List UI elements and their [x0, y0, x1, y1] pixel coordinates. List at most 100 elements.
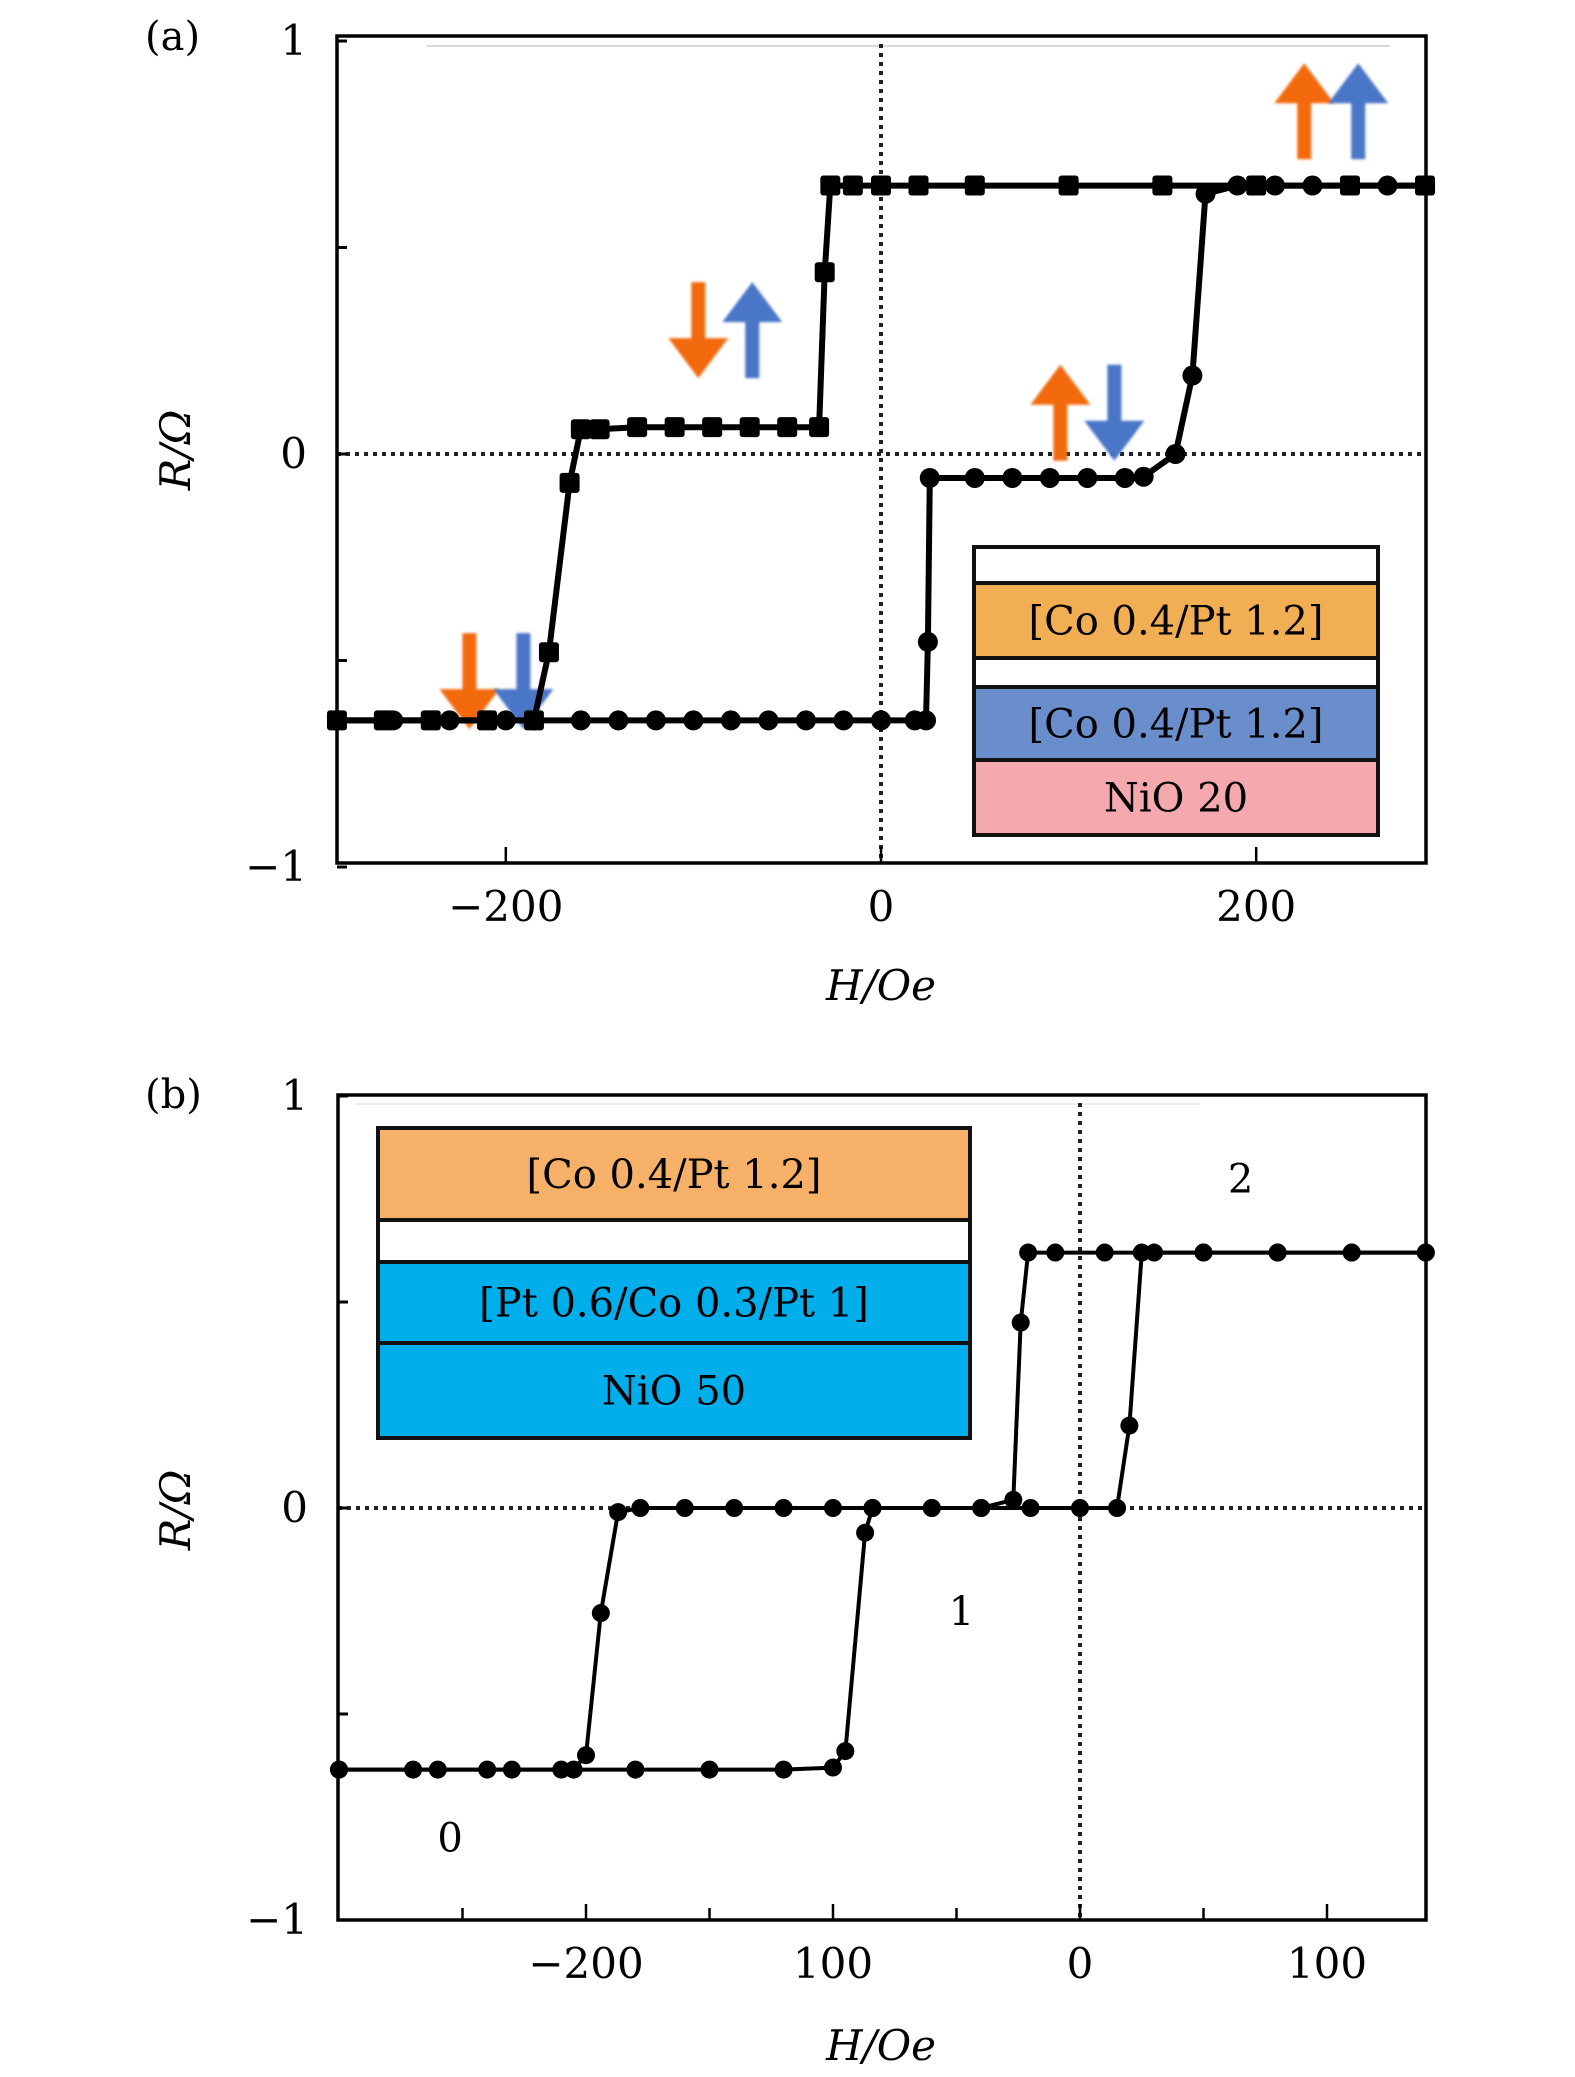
data-point [538, 642, 559, 663]
data-point [919, 467, 940, 488]
data-series [326, 175, 1436, 731]
data-point [1268, 1243, 1287, 1262]
data-point [916, 710, 937, 731]
data-point [404, 1760, 423, 1779]
y-tick-label: −1 [245, 842, 307, 891]
data-point [814, 262, 835, 283]
data-point [1195, 183, 1216, 204]
data-point [1095, 1243, 1114, 1262]
data-point [964, 467, 985, 488]
data-point [824, 1758, 842, 1777]
data-point [1194, 1243, 1213, 1262]
orange-up-arrow-icon [1274, 63, 1335, 160]
y-axis-title: R/Ω [151, 410, 200, 492]
y-axis-title: R/Ω [151, 1470, 200, 1552]
panel-label-b: (b) [145, 1072, 202, 1118]
orange-down-arrow-icon [439, 633, 500, 730]
data-point [1302, 175, 1323, 196]
data-point [609, 1503, 628, 1522]
data-point [1071, 1499, 1089, 1517]
data-point [871, 175, 891, 196]
inset-layer [972, 545, 1380, 585]
data-point [627, 417, 648, 438]
data-point [589, 419, 610, 440]
data-point [856, 1523, 875, 1542]
inset-layer-label: [Co 0.4/Pt 1.2] [526, 1152, 821, 1198]
data-point [631, 1499, 650, 1517]
state-labels: 012 [437, 1156, 1253, 1861]
panel-a: (a) [Co 0.4/Pt 1.2][Co 0.4/Pt 1.2]NiO 20… [145, 14, 1436, 1010]
data-point [725, 1499, 744, 1517]
inset-layer [972, 581, 1380, 660]
y-tick-label: 0 [280, 429, 307, 478]
data-point [523, 710, 544, 731]
x-tick-label: 100 [1287, 1939, 1367, 1988]
data-point [1120, 1416, 1139, 1435]
blue-up-arrow-icon [722, 282, 783, 379]
inset-layer [376, 1126, 972, 1222]
data-point [1114, 467, 1135, 488]
data-point [683, 710, 704, 731]
data-point [478, 1760, 497, 1779]
series-line [339, 1250, 1426, 1772]
data-point [1377, 175, 1398, 196]
data-point [1108, 1499, 1127, 1517]
x-tick-label: 0 [1067, 1939, 1094, 1988]
data-point [570, 710, 591, 731]
x-tick-label: 0 [868, 882, 895, 931]
y-tick-label: 1 [280, 16, 307, 65]
data-point [820, 175, 841, 196]
data-point [922, 1499, 941, 1517]
x-tick-label: −200 [528, 1939, 643, 1988]
data-point [795, 710, 816, 731]
data-point [908, 175, 929, 196]
inset-layer-label: [Pt 0.6/Co 0.3/Pt 1] [479, 1281, 869, 1327]
data-point [863, 1499, 882, 1517]
data-point [559, 472, 580, 493]
data-point [871, 710, 891, 731]
x-tick-label: 100 [793, 1939, 873, 1988]
data-point [1046, 1243, 1065, 1262]
data-point [577, 1746, 595, 1765]
data-point [1002, 467, 1023, 488]
inset-layer [376, 1260, 972, 1345]
data-point [777, 417, 798, 438]
data-point [495, 710, 516, 731]
data-point [758, 710, 779, 731]
layer-stack-inset: [Co 0.4/Pt 1.2] [Pt 0.6/Co 0.3/Pt 1] NiO 5… [376, 1126, 972, 1440]
data-point [1182, 365, 1203, 386]
data-point [809, 417, 830, 438]
inset-layer [972, 758, 1380, 837]
orange-up-arrow-icon [1030, 364, 1091, 461]
data-point [720, 710, 741, 731]
data-point [552, 1760, 571, 1779]
data-point [842, 175, 863, 196]
data-point [739, 417, 760, 438]
data-point [972, 1499, 991, 1517]
blue-up-arrow-icon [1328, 63, 1389, 160]
data-point [1058, 175, 1079, 196]
state-label: 1 [949, 1589, 974, 1635]
inset-layer-label: [Co 0.4/Pt 1.2] [1028, 702, 1323, 748]
data-point [1340, 175, 1360, 196]
data-point [645, 710, 666, 731]
y-tick-label: 0 [281, 1483, 308, 1532]
data-point [917, 631, 938, 652]
data-point [1132, 1243, 1151, 1262]
inset-layer-label: [Co 0.4/Pt 1.2] [1028, 599, 1323, 645]
state-label: 2 [1228, 1156, 1253, 1202]
inset-layer-label: NiO 50 [602, 1369, 746, 1415]
data-point [1004, 1490, 1023, 1509]
data-point [1165, 444, 1186, 464]
y-tick-label: 1 [281, 1071, 308, 1120]
data-point [383, 710, 404, 731]
data-point [1152, 175, 1173, 196]
data-point [774, 1499, 793, 1517]
data-point [1021, 1499, 1040, 1517]
data-point [964, 175, 985, 196]
x-tick-label: −200 [448, 882, 563, 931]
data-point [836, 1742, 855, 1761]
